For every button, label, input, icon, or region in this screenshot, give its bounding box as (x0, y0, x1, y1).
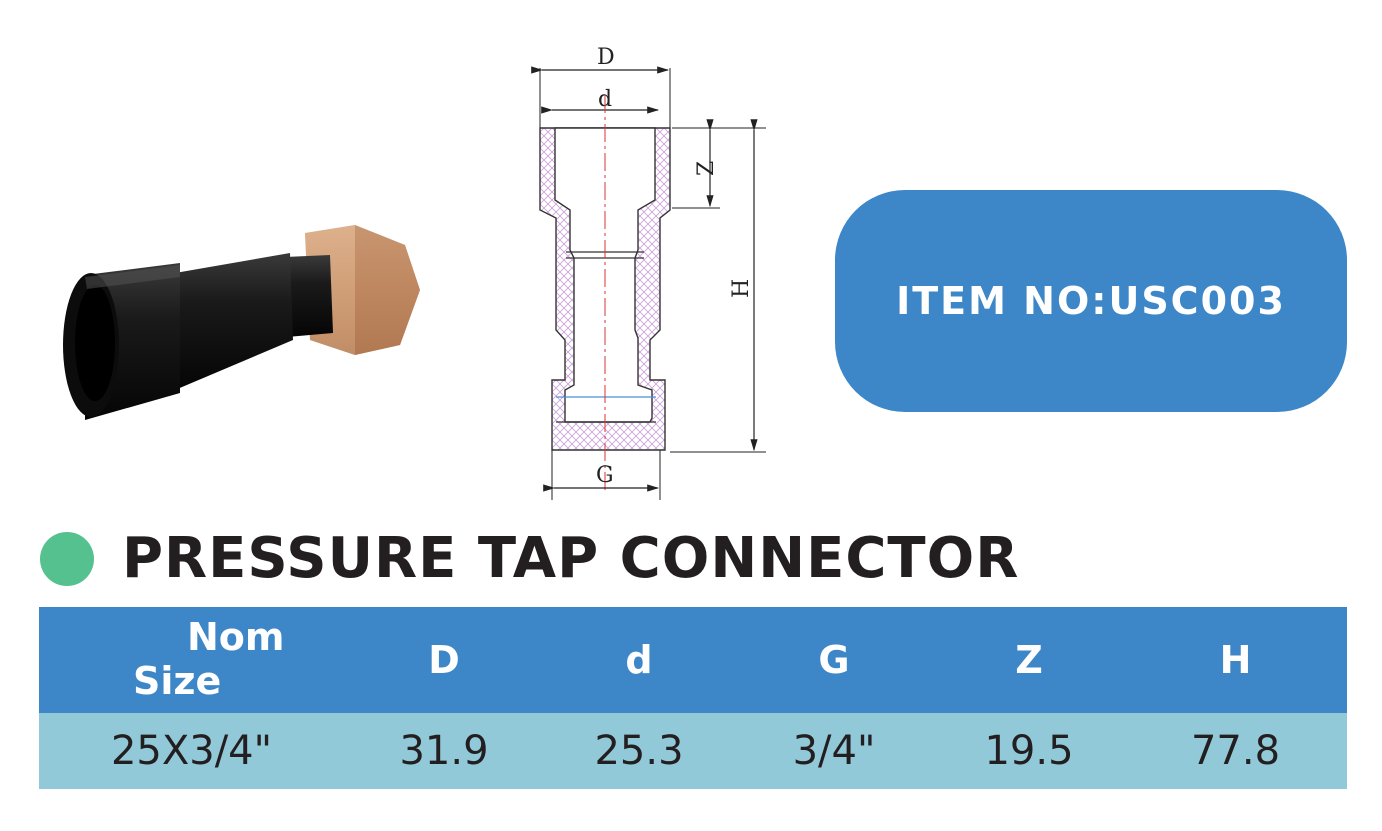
dim-label-D: D (597, 45, 615, 70)
item-number: ITEM NO:USC003 (896, 279, 1286, 323)
dim-label-G: G (596, 463, 614, 488)
header-nom-size: Nom Size (39, 607, 344, 713)
product-image (63, 225, 420, 420)
table-header-row: Nom Size D d G Z H (39, 607, 1347, 713)
cell-D: 31.9 (344, 713, 544, 789)
technical-drawing: D d Z H G (531, 45, 766, 500)
header-nom-line2: Size (133, 659, 222, 703)
dim-label-H: H (729, 279, 754, 298)
header-Z: Z (934, 607, 1124, 713)
item-number-box: ITEM NO:USC003 (835, 190, 1347, 412)
cell-H: 77.8 (1124, 713, 1347, 789)
header-D: D (344, 607, 544, 713)
title-bullet-dot (40, 532, 94, 586)
cross-section (539, 127, 671, 451)
product-title: PRESSURE TAP CONNECTOR (122, 526, 1020, 591)
header-G: G (734, 607, 934, 713)
cell-d: 25.3 (544, 713, 734, 789)
cell-nom: 25X3/4" (39, 713, 344, 789)
header-H: H (1124, 607, 1347, 713)
header-nom-line1: Nom (187, 615, 285, 659)
dim-label-Z: Z (694, 161, 719, 176)
table-row: 25X3/4" 31.9 25.3 3/4" 19.5 77.8 (39, 713, 1347, 789)
cell-Z: 19.5 (934, 713, 1124, 789)
cell-G: 3/4" (734, 713, 934, 789)
spec-table: Nom Size D d G Z H 25X3/4" 31.9 25.3 3/4… (39, 607, 1347, 789)
header-d: d (544, 607, 734, 713)
